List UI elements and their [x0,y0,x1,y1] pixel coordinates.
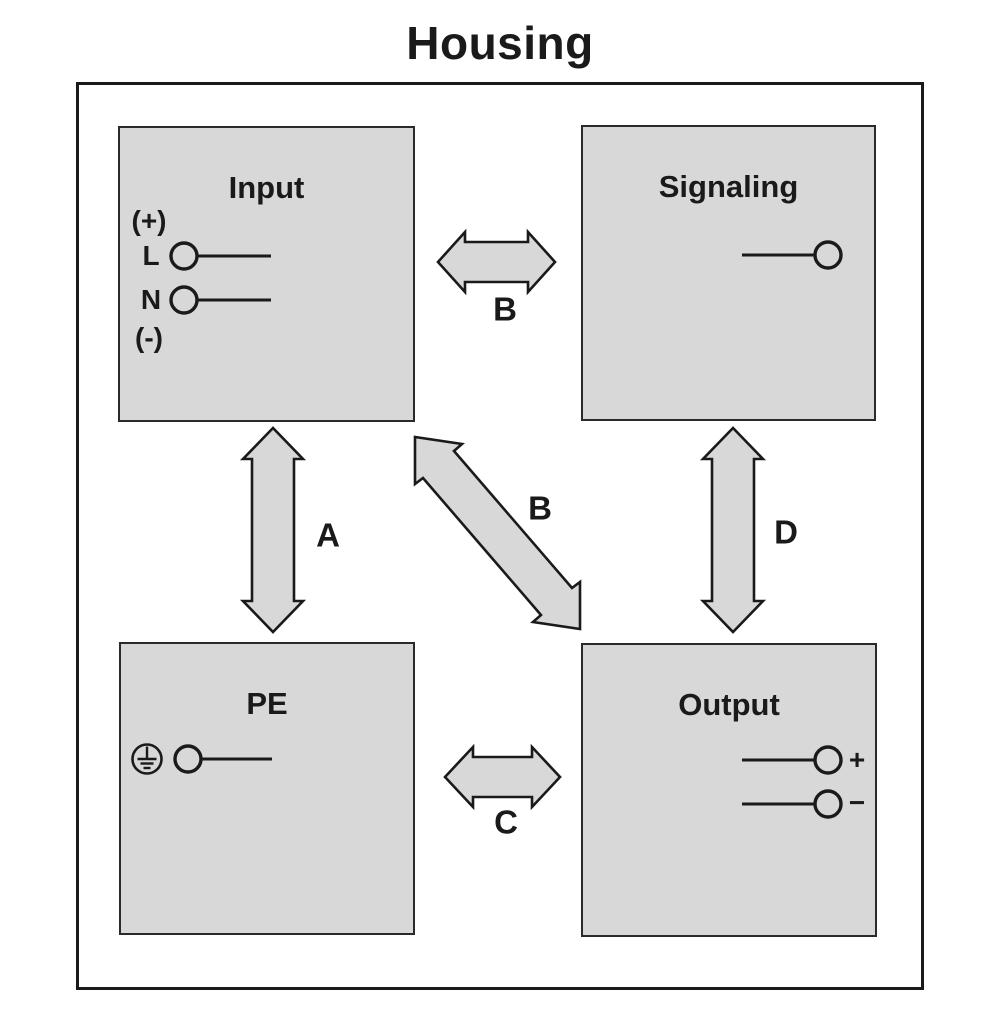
input-minus-label: (-) [135,322,163,353]
output-plus-label: + [848,744,866,775]
diagram-title: Housing [406,17,594,69]
input-box-title: Input [228,170,305,205]
arrow-label-signaling-output: D [774,513,798,551]
signaling-box: Signaling [581,125,876,421]
arrow-label-input-output: B [528,489,552,527]
housing-outline [76,82,924,990]
pe-box: PE [119,642,415,935]
arrow-label-pe-output: C [494,803,518,841]
pe-box-title: PE [246,686,288,721]
arrow-label-input-signaling: B [493,290,517,328]
arrow-label-input-pe: A [316,516,340,554]
input-plus-label: (+) [131,205,167,236]
output-box-title: Output [678,687,780,722]
output-box: Output [581,643,877,937]
output-minus-label: − [848,787,866,818]
input-neutral-label: N [140,284,162,315]
input-box: Input [118,126,415,422]
input-line-label: L [142,240,160,271]
signaling-box-title: Signaling [658,169,799,204]
